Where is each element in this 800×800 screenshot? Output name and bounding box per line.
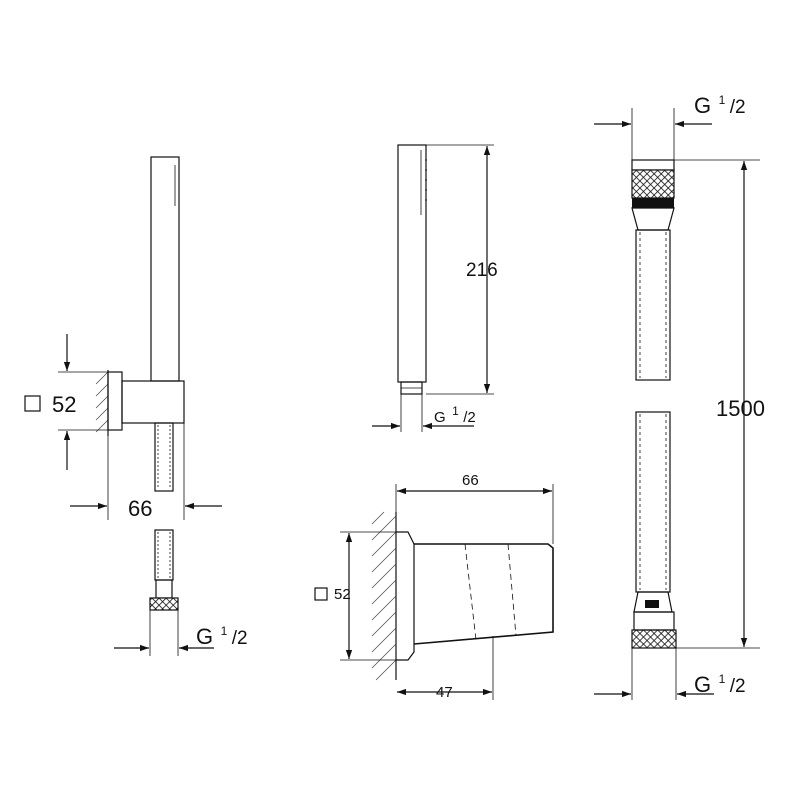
view1-hand-shower-assembly: 52 66 G 1 /2: [24, 156, 248, 656]
view2-thread-label: G 1 /2: [434, 402, 476, 426]
view2-nozzle-dots: [425, 159, 427, 201]
view3-top-width-dimension: 66: [462, 472, 479, 489]
view3-wall-holder-detail: 66 52 47: [314, 472, 554, 701]
square-icon: [24, 395, 41, 412]
view1-square-dimension: 52: [52, 392, 76, 417]
view1-wall-hatching: [95, 371, 109, 433]
view3-bottom-width-dimension: 47: [436, 684, 453, 701]
view4-shower-hose: G 1 /2 1500 G 1 /2: [594, 91, 765, 700]
view2-hand-shower-front: 216 G 1 /2: [372, 144, 498, 432]
view3-wall-hatching: [371, 511, 397, 681]
view4-bottom-thread-label: G 1 /2: [694, 670, 746, 697]
square-icon: [314, 587, 328, 601]
view4-length-dimension: 1500: [716, 396, 765, 421]
view1-thread-label: G 1 /2: [196, 622, 248, 649]
view1-width-dimension: 66: [128, 496, 152, 521]
view4-top-thread-label: G 1 /2: [694, 91, 746, 118]
view2-length-dimension: 216: [466, 260, 498, 281]
view3-square-dimension: 52: [334, 586, 351, 603]
